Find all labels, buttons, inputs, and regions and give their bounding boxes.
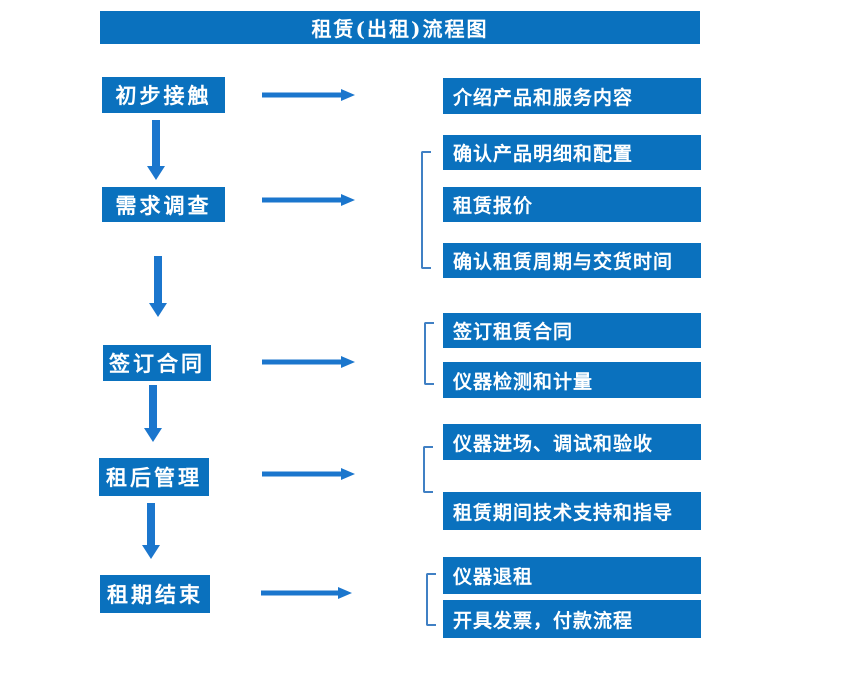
detail-box: 仪器进场、调试和验收 — [443, 424, 701, 460]
group-bracket — [423, 446, 433, 493]
down-arrow-icon — [149, 256, 167, 317]
down-arrow-icon — [144, 385, 162, 442]
down-arrow-icon — [147, 120, 165, 180]
detail-box: 仪器检测和计量 — [443, 362, 701, 398]
detail-box: 确认租赁周期与交货时间 — [443, 243, 701, 278]
down-arrow-icon — [142, 503, 160, 559]
detail-box: 租赁期间技术支持和指导 — [443, 492, 701, 530]
group-bracket — [426, 573, 436, 626]
group-bracket — [424, 322, 434, 385]
right-arrow-icon — [261, 587, 352, 599]
detail-box: 开具发票，付款流程 — [443, 600, 701, 638]
detail-box: 仪器退租 — [443, 557, 701, 594]
right-arrow-icon — [262, 89, 355, 101]
right-arrow-icon — [262, 468, 355, 480]
stage-initial-contact: 初步接触 — [102, 77, 225, 113]
stage-rental-end: 租期结束 — [100, 575, 210, 613]
detail-box: 租赁报价 — [443, 187, 701, 222]
detail-box: 签订租赁合同 — [443, 313, 701, 348]
right-arrow-icon — [262, 356, 355, 368]
stage-sign-contract: 签订合同 — [103, 345, 211, 381]
detail-box: 确认产品明细和配置 — [443, 135, 701, 170]
stage-post-rental-management: 租后管理 — [99, 458, 209, 496]
right-arrow-icon — [262, 194, 355, 206]
group-bracket — [421, 151, 431, 269]
page-title: 租赁(出租)流程图 — [100, 11, 700, 44]
stage-demand-survey: 需求调查 — [102, 187, 225, 222]
detail-box: 介绍产品和服务内容 — [443, 78, 701, 114]
